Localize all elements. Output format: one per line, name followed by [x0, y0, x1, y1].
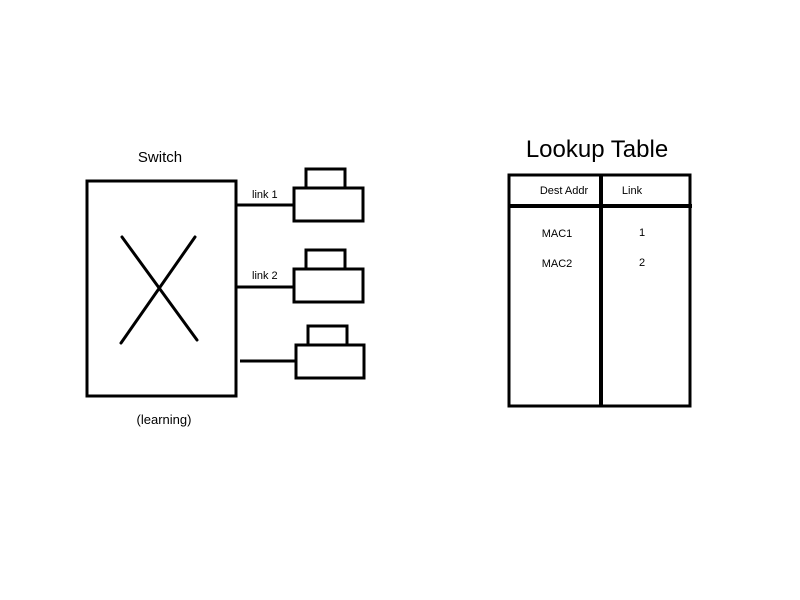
table-row: MAC1 1: [542, 227, 645, 240]
cell-link: 2: [639, 257, 645, 269]
cell-link: 1: [639, 227, 645, 239]
cell-dest-addr: MAC1: [542, 228, 573, 240]
switch-title: Switch: [138, 149, 182, 166]
crossbar-x-icon: [119, 235, 199, 345]
host-computer-icon: [292, 167, 365, 223]
link-label: link 1: [252, 189, 278, 201]
link-2: link 2: [236, 248, 365, 304]
link-1: link 1: [236, 167, 365, 223]
link-label: link 2: [252, 270, 278, 282]
cell-dest-addr: MAC2: [542, 258, 573, 270]
host-computer-icon: [292, 248, 365, 304]
host-computer-icon: [294, 324, 366, 380]
column-header-dest-addr: Dest Addr: [540, 185, 589, 197]
link-3: [240, 324, 366, 380]
switch-subtitle: (learning): [137, 412, 192, 427]
lookup-table: Dest Addr Link MAC1 1 MAC2 2: [507, 173, 692, 408]
column-header-link: Link: [622, 185, 643, 197]
lookup-table-title: Lookup Table: [526, 136, 668, 163]
table-row: MAC2 2: [542, 257, 645, 270]
switch-box: [85, 179, 238, 398]
